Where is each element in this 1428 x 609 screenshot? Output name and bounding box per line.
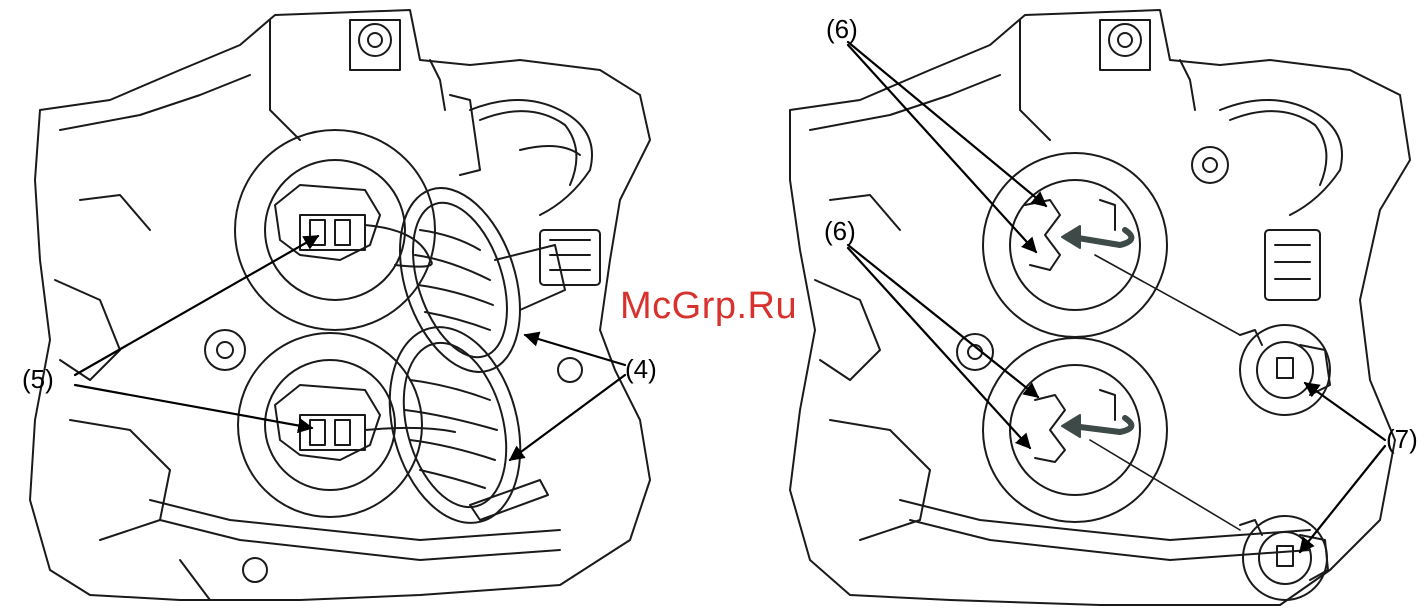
right-panel	[790, 10, 1410, 605]
watermark-text: McGrp.Ru	[620, 285, 797, 328]
callout-4: (4)	[625, 356, 657, 382]
bulb-lower-removed	[1240, 516, 1328, 600]
callout-5: (5)	[22, 366, 54, 392]
housing-outline-right	[790, 10, 1410, 605]
callout-7: (7)	[1386, 426, 1418, 452]
turn-arrow-upper	[1062, 226, 1131, 248]
callout-6-top: (6)	[826, 16, 858, 42]
turn-arrow-lower	[1062, 415, 1131, 437]
dust-cover-upper	[378, 173, 541, 388]
callout-6-middle: (6)	[824, 218, 856, 244]
left-panel	[30, 10, 650, 600]
bulb-upper-removed	[1240, 325, 1330, 415]
housing-outline-left	[30, 10, 650, 600]
